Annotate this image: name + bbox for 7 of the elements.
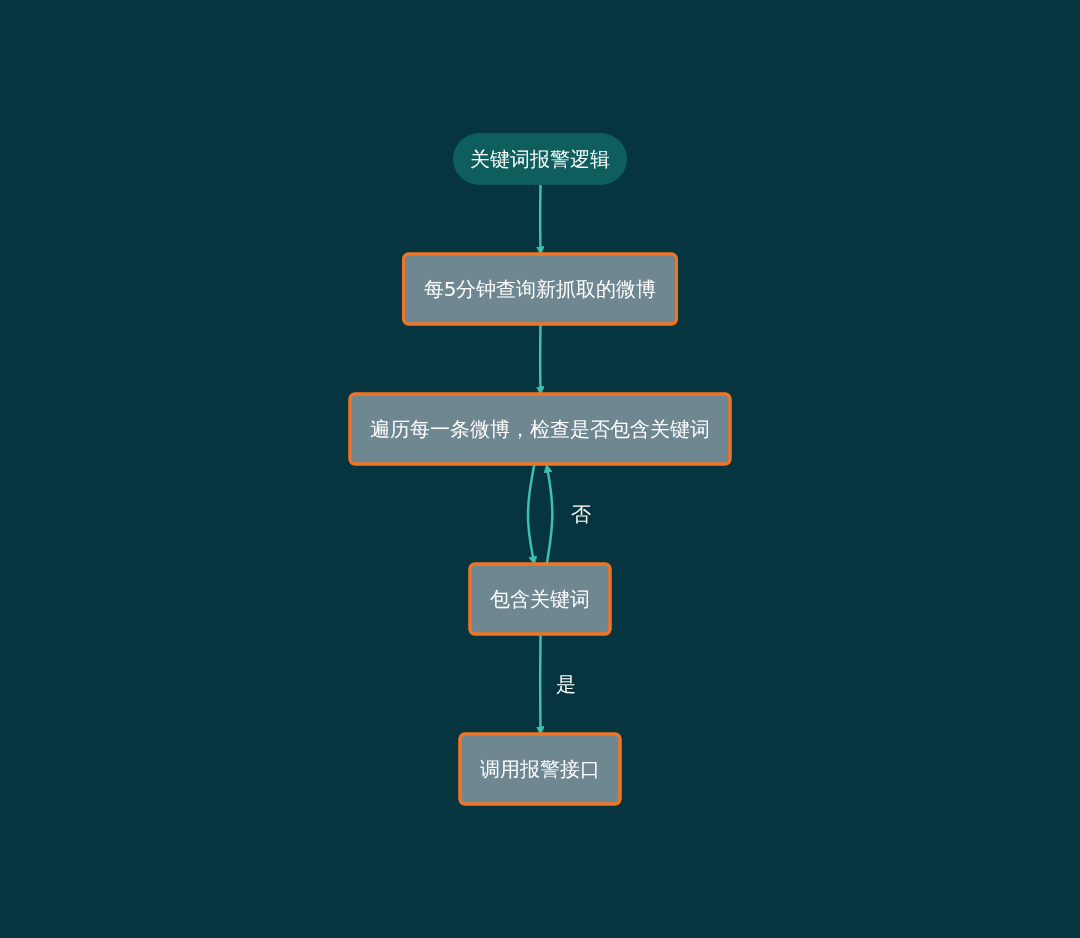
arrow [536,184,545,255]
arrow [543,464,554,565]
arrow [526,464,538,565]
arrow [536,634,545,735]
edge-label: 是 [556,672,576,696]
edge-label: 否 [570,502,591,527]
arrow [536,324,545,395]
